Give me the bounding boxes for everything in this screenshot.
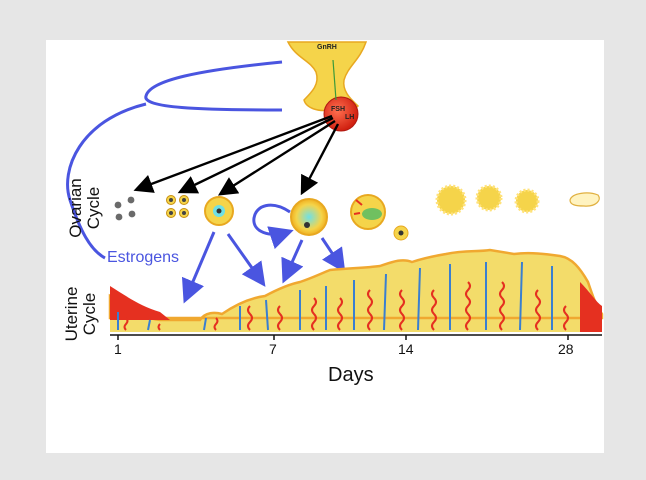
menstrual-bleeding-start <box>110 286 170 320</box>
arrow-to-primordial <box>133 114 333 193</box>
day-tick-label: 14 <box>398 341 414 357</box>
estrogen-arrows <box>181 203 346 304</box>
ovulating-follicle <box>350 194 409 241</box>
days-axis-title: Days <box>328 364 374 386</box>
estrogens-label: Estrogens <box>107 249 180 266</box>
uterine-glands <box>117 261 569 331</box>
arrow-to-graafian <box>300 123 340 196</box>
follicle-stages <box>114 184 600 241</box>
uterine-cycle-label: Uterine Cycle <box>62 286 99 342</box>
lh-label: LH <box>345 114 355 121</box>
graafian-follicle <box>290 198 328 236</box>
arrow-to-primary <box>177 116 334 194</box>
secondary-follicle <box>204 196 234 226</box>
endometrium-lining <box>108 248 604 322</box>
corpus-albicans <box>569 192 600 207</box>
primordial-follicles <box>114 196 136 221</box>
arrow-to-secondary <box>217 119 336 196</box>
fsh-label: FSH <box>331 106 345 113</box>
primary-follicles <box>166 195 189 218</box>
day-tick-label: 1 <box>114 341 122 357</box>
endometrium <box>108 248 604 332</box>
hormone-arrows <box>133 114 340 196</box>
estrogen-feedback-loop <box>66 60 283 260</box>
ovarian-cycle-label: Ovarian Cycle <box>66 178 103 238</box>
day-tick-label: 28 <box>558 341 574 357</box>
days-axis <box>110 334 602 340</box>
menstrual-bleeding-end <box>580 282 602 332</box>
day-tick-label: 7 <box>269 341 277 357</box>
corpus-luteum-stages <box>435 184 600 216</box>
gnrh-label: GnRH <box>317 44 337 51</box>
